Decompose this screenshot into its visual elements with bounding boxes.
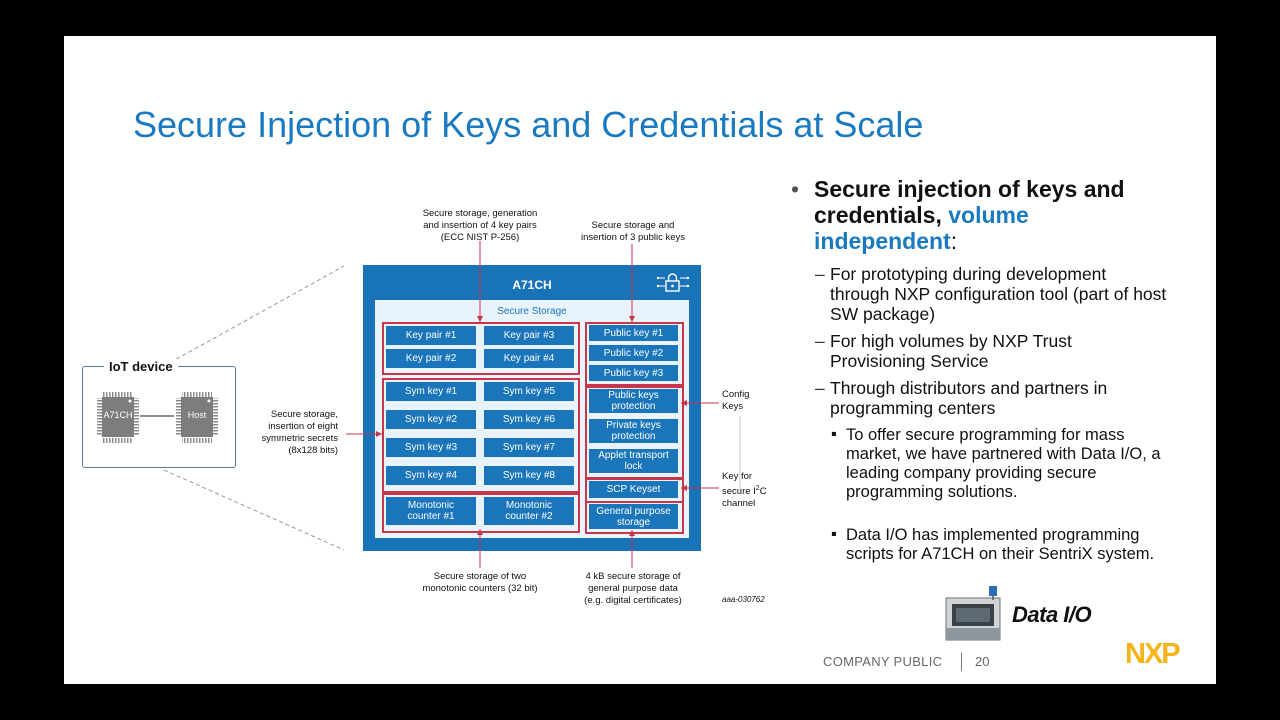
- caption-public-keys: Secure storage and insertion of 3 public…: [580, 220, 686, 243]
- caption-symmetric-secrets: Secure storage, insertion of eight symme…: [261, 409, 338, 456]
- slide-title: Secure Injection of Keys and Credentials…: [133, 104, 924, 145]
- caption-config-keys: Config Keys: [722, 389, 750, 412]
- sub-bullet-distributors: –Through distributors and partners in pr…: [815, 378, 1108, 418]
- sub-sub-bullet-data-io-partner: ▪To offer secure programming for mass ma…: [831, 425, 1161, 501]
- bullet-main: •Secure injection of keys and credential…: [791, 176, 1125, 254]
- public-key-3: Public key #3: [589, 365, 678, 381]
- nxp-logo: NXP: [1125, 638, 1181, 670]
- iot-chip-host-label: Host: [187, 410, 207, 420]
- monotonic-counter-1: Monotonic counter #1: [386, 497, 476, 525]
- zoom-lines: [163, 265, 345, 551]
- key-pair-2: Key pair #2: [386, 349, 476, 368]
- slide: Secure Injection of Keys and Credentials…: [64, 36, 1216, 684]
- sym-key-2: Sym key #2: [386, 410, 476, 429]
- diagram-arrows: [346, 241, 741, 568]
- caption-key-pairs: Secure storage, generation and insertion…: [422, 208, 538, 243]
- sym-key-4: Sym key #4: [386, 466, 476, 485]
- sym-key-8: Sym key #8: [484, 466, 574, 485]
- sym-key-6: Sym key #6: [484, 410, 574, 429]
- monotonic-counter-2: Monotonic counter #2: [484, 497, 574, 525]
- iot-chip-a71ch-label: A71CH: [103, 410, 133, 420]
- footer-divider: [961, 653, 962, 671]
- key-pair-3: Key pair #3: [484, 326, 574, 345]
- sym-key-7: Sym key #7: [484, 438, 574, 457]
- a71ch-title: A71CH: [512, 278, 552, 292]
- sub-bullet-prototyping: –For prototyping during development thro…: [815, 264, 1167, 324]
- private-keys-protection: Private keys protection: [589, 419, 678, 443]
- applet-transport-lock: Applet transport lock: [589, 449, 678, 473]
- key-pair-1: Key pair #1: [386, 326, 476, 345]
- public-key-2: Public key #2: [589, 345, 678, 361]
- footer-company-public: COMPANY PUBLIC: [823, 654, 943, 669]
- sym-key-3: Sym key #3: [386, 438, 476, 457]
- caption-key-for-i2c: Key for secure I2C channel: [722, 471, 767, 510]
- iot-chips: [97, 392, 218, 443]
- scp-keyset: SCP Keyset: [589, 481, 678, 498]
- secure-storage-label: Secure Storage: [497, 306, 567, 317]
- sub-bullet-high-volumes: –For high volumes by NXP Trust Provision…: [815, 331, 1072, 371]
- secure-lock-icon: [656, 273, 690, 292]
- data-io-logo: Data I/O: [1012, 602, 1092, 627]
- sub-sub-bullet-sentrix: ▪Data I/O has implemented programming sc…: [831, 525, 1155, 563]
- iot-device-label: IoT device: [104, 359, 178, 374]
- bullet-main-highlight: volume independent: [814, 202, 1029, 254]
- sym-key-5: Sym key #5: [484, 382, 574, 401]
- page-number: 20: [975, 654, 990, 669]
- caption-general-purpose-data: 4 kB secure storage of general purpose d…: [584, 571, 682, 606]
- data-io-machine-image: [945, 586, 1001, 641]
- public-key-1: Public key #1: [589, 325, 678, 341]
- key-pair-4: Key pair #4: [484, 349, 574, 368]
- public-keys-protection: Public keys protection: [589, 389, 678, 413]
- caption-monotonic-counters: Secure storage of two monotonic counters…: [422, 571, 538, 594]
- figure-id: aaa-030762: [722, 595, 765, 604]
- sym-key-1: Sym key #1: [386, 382, 476, 401]
- general-purpose-storage: General purpose storage: [589, 504, 678, 529]
